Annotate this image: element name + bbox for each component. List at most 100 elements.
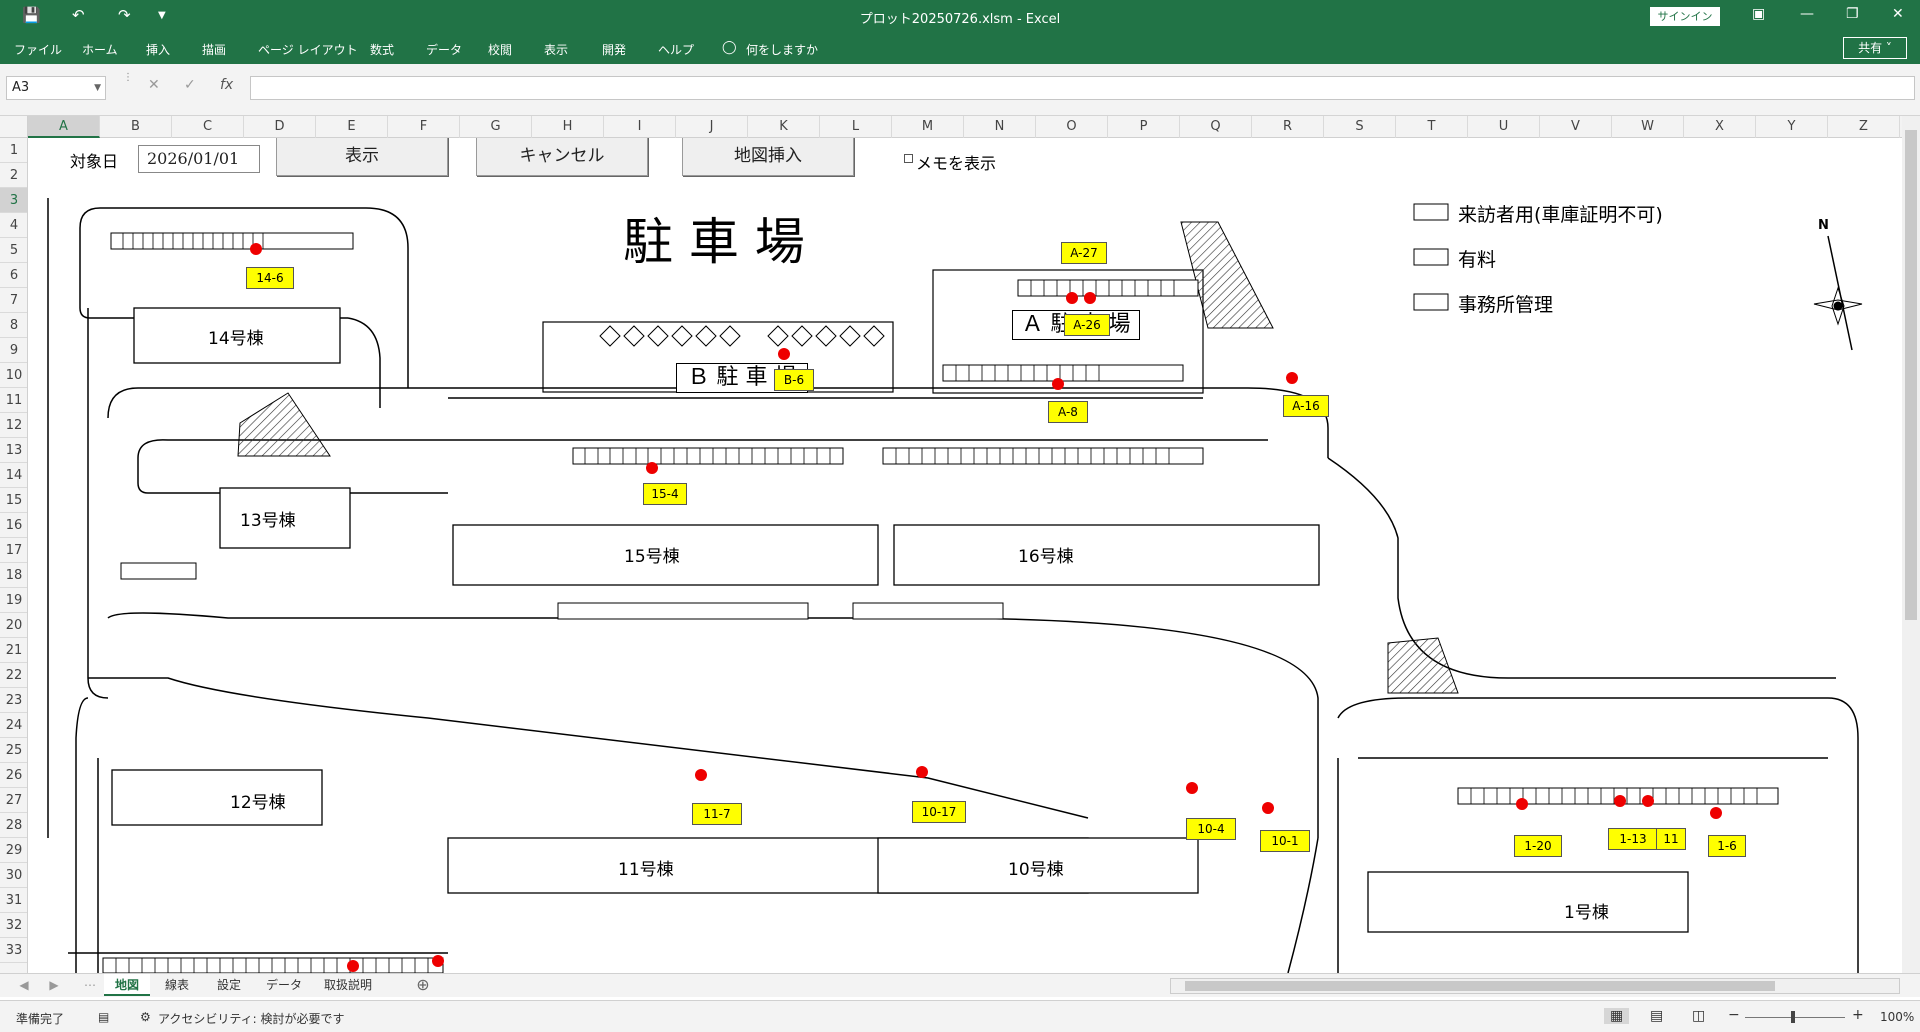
row-header[interactable]: 32 (0, 913, 27, 938)
horizontal-scroll-thumb[interactable] (1185, 981, 1775, 991)
ribbon-display-icon[interactable]: ▣ (1752, 6, 1766, 22)
enter-formula-icon[interactable]: ✓ (184, 77, 196, 93)
zoom-slider[interactable] (1745, 1017, 1845, 1018)
column-header[interactable]: G (460, 116, 532, 138)
column-header[interactable]: C (172, 116, 244, 138)
tab-view[interactable]: 表示 (544, 43, 569, 57)
column-header[interactable]: L (820, 116, 892, 138)
date-input[interactable]: 2026/01/01 (138, 145, 260, 173)
cancel-formula-icon[interactable]: ✕ (148, 77, 160, 93)
accessibility-status[interactable]: アクセシビリティ: 検討が必要です (158, 1012, 345, 1026)
tab-developer[interactable]: 開発 (602, 43, 627, 57)
normal-view-icon[interactable]: ▦ (1604, 1008, 1630, 1024)
formula-input[interactable] (250, 76, 1915, 100)
sheet-tab-instructions[interactable]: 取扱説明 (323, 978, 372, 992)
page-break-view-icon[interactable]: ◫ (1692, 1008, 1706, 1024)
row-header[interactable]: 7 (0, 288, 27, 313)
column-header[interactable]: B (100, 116, 172, 138)
zoom-out-icon[interactable]: − (1728, 1007, 1740, 1023)
show-button[interactable]: 表示 (276, 138, 448, 176)
row-header[interactable]: 3 (0, 188, 27, 213)
sheet-options-icon[interactable]: ⋯ (84, 978, 96, 992)
tab-page-layout[interactable]: ページ レイアウト (258, 43, 358, 57)
tab-file[interactable]: ファイル (14, 43, 63, 57)
macro-record-icon[interactable]: ▤ (98, 1010, 110, 1024)
row-header[interactable]: 10 (0, 363, 27, 388)
row-header[interactable]: 30 (0, 863, 27, 888)
row-header[interactable]: 4 (0, 213, 27, 238)
column-header[interactable]: A (28, 116, 100, 138)
prev-sheet-icon[interactable]: ◀ (19, 978, 29, 992)
row-header[interactable]: 24 (0, 713, 27, 738)
sheet-tab-data[interactable]: データ (265, 978, 302, 992)
column-header[interactable]: Y (1756, 116, 1828, 138)
column-header[interactable]: H (532, 116, 604, 138)
vertical-scrollbar[interactable] (1902, 116, 1920, 973)
tab-review[interactable]: 校閲 (488, 43, 513, 57)
row-header[interactable]: 5 (0, 238, 27, 263)
sheet-tab-settings[interactable]: 設定 (216, 978, 241, 992)
row-header[interactable]: 8 (0, 313, 27, 338)
column-header[interactable]: V (1540, 116, 1612, 138)
column-header[interactable]: O (1036, 116, 1108, 138)
row-header[interactable]: 17 (0, 538, 27, 563)
row-header[interactable]: 18 (0, 563, 27, 588)
column-header[interactable]: W (1612, 116, 1684, 138)
row-header[interactable]: 14 (0, 463, 27, 488)
cancel-button[interactable]: キャンセル (476, 138, 648, 176)
insert-map-button[interactable]: 地図挿入 (682, 138, 854, 176)
row-header[interactable]: 20 (0, 613, 27, 638)
column-header[interactable]: D (244, 116, 316, 138)
zoom-level[interactable]: 100% (1880, 1010, 1915, 1024)
save-icon[interactable]: 💾 (22, 6, 41, 24)
row-header[interactable]: 33 (0, 938, 27, 963)
row-header[interactable]: 27 (0, 788, 27, 813)
tab-data[interactable]: データ (426, 43, 463, 57)
row-header[interactable]: 6 (0, 263, 27, 288)
row-header[interactable]: 16 (0, 513, 27, 538)
column-header[interactable]: I (604, 116, 676, 138)
zoom-in-icon[interactable]: + (1852, 1007, 1864, 1023)
column-header[interactable]: N (964, 116, 1036, 138)
column-header[interactable]: P (1108, 116, 1180, 138)
row-header[interactable]: 11 (0, 388, 27, 413)
page-layout-view-icon[interactable]: ▤ (1650, 1008, 1664, 1024)
add-sheet-icon[interactable]: ⊕ (416, 975, 430, 994)
tab-help[interactable]: ヘルプ (658, 43, 695, 57)
row-header[interactable]: 28 (0, 813, 27, 838)
sheet-tab-map[interactable]: 地図 (104, 974, 150, 996)
name-box[interactable]: A3▼ (6, 76, 106, 100)
row-header[interactable]: 23 (0, 688, 27, 713)
row-header[interactable]: 31 (0, 888, 27, 913)
column-header[interactable]: X (1684, 116, 1756, 138)
column-header[interactable]: U (1468, 116, 1540, 138)
restore-icon[interactable]: ❐ (1846, 6, 1859, 22)
memo-checkbox[interactable] (904, 154, 913, 163)
row-header[interactable]: 26 (0, 763, 27, 788)
worksheet-grid[interactable]: 対象日 2026/01/01 表示 キャンセル 地図挿入 メモを表示 駐 車 場… (28, 138, 1902, 973)
row-header[interactable]: 19 (0, 588, 27, 613)
tab-insert[interactable]: 挿入 (146, 43, 171, 57)
select-all-corner[interactable] (0, 116, 28, 138)
row-header[interactable]: 2 (0, 163, 27, 188)
column-header[interactable]: J (676, 116, 748, 138)
column-header[interactable]: K (748, 116, 820, 138)
redo-icon[interactable]: ↷ (118, 6, 131, 24)
column-header[interactable]: E (316, 116, 388, 138)
column-header[interactable]: F (388, 116, 460, 138)
tell-me-search[interactable]: 何をしますか (746, 43, 819, 57)
chevron-down-icon[interactable]: ▼ (94, 83, 101, 93)
row-header[interactable]: 1 (0, 138, 27, 163)
row-header[interactable]: 25 (0, 738, 27, 763)
row-header[interactable]: 29 (0, 838, 27, 863)
row-header[interactable]: 21 (0, 638, 27, 663)
column-header[interactable]: Z (1828, 116, 1900, 138)
column-header[interactable]: T (1396, 116, 1468, 138)
column-header[interactable]: M (892, 116, 964, 138)
insert-function-icon[interactable]: fx (220, 77, 234, 93)
row-header[interactable]: 9 (0, 338, 27, 363)
row-header[interactable]: 15 (0, 488, 27, 513)
tab-home[interactable]: ホーム (82, 43, 118, 57)
column-header[interactable]: R (1252, 116, 1324, 138)
column-header[interactable]: S (1324, 116, 1396, 138)
